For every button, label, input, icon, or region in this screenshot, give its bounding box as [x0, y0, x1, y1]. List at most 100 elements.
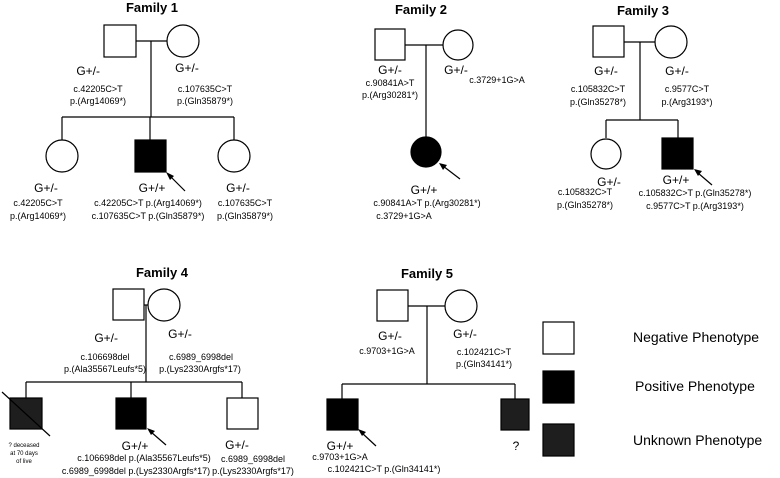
mother-genotype: G+/- [175, 61, 199, 75]
father-genotype: G+/- [594, 64, 618, 78]
proband-variant: c.106698del p.(Ala35567Leufs*5) [77, 453, 211, 463]
mother-genotype: G+/- [665, 64, 689, 78]
proband-genotype: G+/+ [663, 173, 690, 187]
proband-genotype: G+/+ [411, 183, 438, 197]
mother-circle [166, 24, 200, 58]
legend-swatch-negative [542, 321, 575, 355]
proband-genotype: G+/+ [327, 439, 354, 453]
family-1: Family 1 G+/- c.42205C>T p.(Arg14069*) G… [10, 0, 273, 221]
proband-arrow [697, 172, 713, 186]
family-title: Family 3 [617, 3, 669, 18]
mother-variant: p.(Arg3193*) [661, 97, 712, 107]
child-variant: p.(Lys2330Argfs*17) [212, 466, 294, 476]
father-genotype: G+/- [378, 329, 402, 343]
child-variant: c.42205C>T [13, 198, 63, 208]
child-circle [217, 139, 251, 173]
family-title: Family 4 [136, 265, 189, 280]
mother-variant: c.3729+1G>A [469, 75, 525, 85]
family-4: Family 4 G+/- c.106698del p.(Ala35567Leu… [1, 265, 294, 476]
mother-circle [147, 288, 181, 322]
unknown-child-note: ? [513, 439, 520, 453]
deceased-note: of live [16, 459, 32, 465]
child-variant: p.(Arg14069*) [10, 211, 66, 221]
unknown-child-square [500, 398, 530, 431]
mother-variant: p.(Gln35879*) [177, 96, 233, 106]
mother-genotype: G+/- [444, 63, 468, 77]
family-3: Family 3 G+/- c.105832C>T p.(Gln35278*) … [557, 3, 751, 211]
mother-variant: p.(Gln34141*) [456, 359, 512, 369]
mother-genotype: G+/- [453, 327, 477, 341]
mother-genotype: G+/- [168, 327, 192, 341]
proband-variant: c.42205C>T p.(Arg14069*) [94, 198, 202, 208]
proband-square [115, 397, 147, 430]
child-circle [590, 138, 622, 170]
proband-arrowhead [166, 172, 174, 180]
father-square [376, 289, 409, 322]
proband-arrow [442, 165, 461, 180]
child-variant: c.6989_6998del [221, 454, 285, 464]
legend-swatch-positive [542, 370, 575, 404]
legend-label-positive: Positive Phenotype [635, 378, 755, 394]
child-circle [45, 139, 79, 173]
child-genotype: G+/- [226, 181, 250, 195]
child-variant: c.107635C>T [218, 198, 273, 208]
father-square [374, 28, 406, 61]
family-5: Family 5 G+/- c.9703+1G>A G+/- c.102421C… [312, 266, 530, 474]
proband-square [326, 398, 359, 431]
proband-arrowhead [147, 428, 155, 435]
child-variant: p.(Gln35879*) [217, 211, 273, 221]
mother-variant: c.107635C>T [178, 84, 233, 94]
deceased-note: ? deceased [8, 443, 39, 449]
father-variant: p.(Gln35278*) [570, 97, 626, 107]
father-variant: c.105832C>T [571, 84, 626, 94]
child-variant: c.105832C>T [558, 187, 613, 197]
proband-variant: c.105832C>T p.(Gln35278*) [639, 188, 752, 198]
proband-variant: c.107635C>T p.(Gln35879*) [92, 211, 205, 221]
proband-genotype: G+/+ [122, 439, 149, 453]
proband-arrowhead [694, 169, 702, 176]
proband-variant: c.9577C>T p.(Arg3193*) [646, 201, 744, 211]
father-variant: c.42205C>T [73, 84, 123, 94]
proband-arrow [361, 432, 377, 447]
family-title: Family 5 [401, 266, 453, 281]
proband-circle [410, 136, 442, 168]
father-square [103, 24, 137, 58]
legend: Negative Phenotype Positive Phenotype Un… [542, 321, 762, 457]
father-genotype: G+/- [76, 64, 100, 78]
deceased-note: at 70 days [10, 451, 38, 457]
proband-variant: c.102421C>T p.(Gln34141*) [328, 464, 441, 474]
mother-circle [442, 29, 474, 61]
father-variant: p.(Ala35567Leufs*5) [64, 364, 146, 374]
mother-variant: c.9577C>T [665, 84, 710, 94]
father-variant: c.9703+1G>A [359, 346, 415, 356]
father-variant: c.106698del [80, 352, 129, 362]
child-genotype: G+/- [597, 175, 621, 189]
proband-variant: c.3729+1G>A [376, 211, 432, 221]
father-square [112, 288, 145, 321]
proband-variant: c.9703+1G>A [312, 452, 368, 462]
father-genotype: G+/- [378, 63, 402, 77]
father-variant: c.90841A>T [366, 78, 415, 88]
family-2: Family 2 G+/- c.90841A>T p.(Arg30281*) G… [362, 2, 525, 221]
mother-circle [654, 25, 688, 59]
father-variant: p.(Arg30281*) [362, 90, 418, 100]
proband-arrowhead [358, 429, 366, 436]
legend-label-negative: Negative Phenotype [633, 329, 759, 345]
father-square [592, 25, 625, 58]
proband-variant: c.90841A>T p.(Arg30281*) [373, 198, 480, 208]
child-variant: p.(Gln35278*) [557, 200, 613, 210]
mother-variant: p.(Lys2330Argfs*17) [159, 364, 241, 374]
proband-arrow [150, 431, 167, 446]
legend-swatch-unknown [542, 423, 575, 457]
proband-square [661, 137, 694, 170]
proband-square [134, 139, 167, 173]
proband-variant: c.6989_6998del p.(Lys2330Argfs*17) [62, 466, 210, 476]
deceased-slash [1, 391, 51, 437]
proband-arrow [169, 175, 186, 192]
legend-label-unknown: Unknown Phenotype [633, 432, 762, 448]
father-variant: p.(Arg14069*) [70, 96, 126, 106]
family-title: Family 2 [395, 2, 447, 17]
mother-variant: c.102421C>T [457, 347, 512, 357]
